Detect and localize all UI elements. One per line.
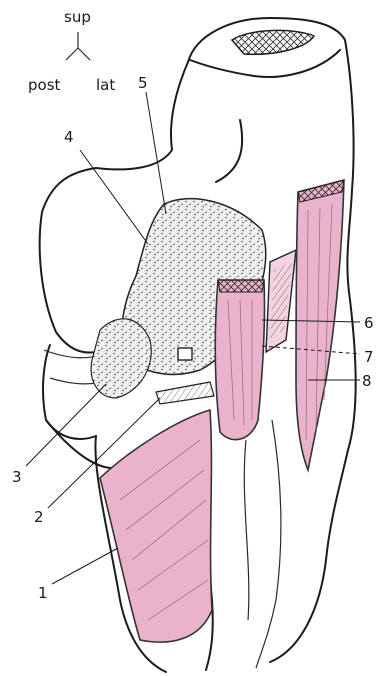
label-3: 3 [12, 468, 22, 486]
label-1: 1 [38, 584, 48, 602]
femoral-condyle [40, 168, 104, 353]
label-4: 4 [64, 128, 74, 146]
orientation-post: post [28, 76, 61, 94]
muscle-8 [296, 180, 344, 470]
orientation-lat: lat [96, 76, 115, 94]
ligament-bundle [156, 382, 214, 404]
label-5: 5 [138, 74, 148, 92]
small-box-insertion [178, 348, 192, 360]
femur-cut-surface [232, 30, 314, 54]
label-8: 8 [362, 372, 372, 390]
label-7: 7 [364, 348, 374, 366]
capsule-lower-lobe [91, 319, 151, 398]
label-2: 2 [34, 508, 44, 526]
label-6: 6 [364, 314, 374, 332]
orientation-sup: sup [64, 8, 91, 26]
muscle-6 [215, 280, 264, 440]
muscle-1 [100, 410, 212, 642]
orientation-marker: sup post lat [28, 8, 115, 94]
